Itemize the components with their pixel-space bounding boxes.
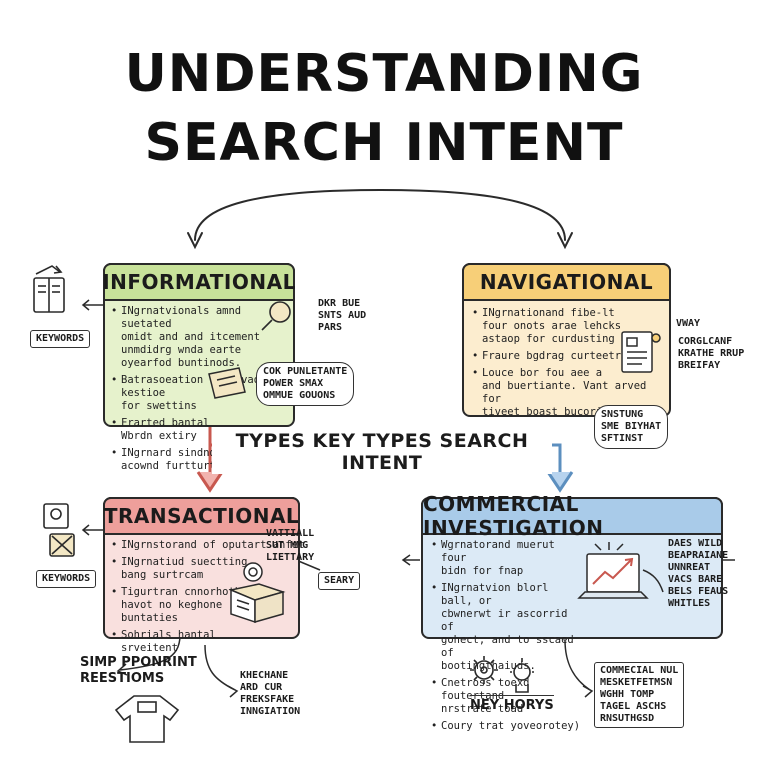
commercial-bullets: Wgrnatorand muerut four bidn for fnap IN… — [431, 539, 581, 737]
commercial-investigation-heading: COMMERCIAL INVESTIGATION — [421, 492, 723, 540]
nav-right-top-note: VWAY — [676, 318, 701, 329]
shirt-icon — [114, 695, 180, 743]
trans-keywords-tag: KEYWORDS — [36, 570, 97, 588]
gear-icon — [470, 656, 534, 693]
info-keywords-tag: KEYWORDS — [30, 330, 91, 348]
document-stack-icon — [208, 367, 246, 399]
list-item: INgrnationand fibe-lt four onots arae le… — [472, 307, 662, 346]
book-icon — [33, 265, 65, 313]
info-right-note: DKR BUE SNTS AUD PARS — [318, 298, 367, 333]
document-chart-icon — [621, 331, 661, 373]
comm-bottom-right-note: COMMECIAL NUL MESKETFETMSN WGHH TOMP TAG… — [594, 662, 685, 728]
list-item: Sohrials hantal srveitent — [111, 629, 256, 655]
transactional-box: TRANSACTIONAL INgrnstorand of oputart an… — [103, 497, 304, 654]
list-item: Cnetross toexd foutertand nrstrate toad — [431, 677, 581, 716]
comm-bottom-label: NEY HORYS — [470, 695, 554, 714]
nav-speech-bubble: SNSTUNG SME BIYHAT SFTINST — [594, 405, 669, 449]
trans-right-note: KHECHANE ARD CUR FREKSFAKE INNGIATION — [240, 670, 301, 717]
list-item: Fraure bgdrag curteetral — [472, 350, 662, 363]
transactional-heading: TRANSACTIONAL — [103, 497, 300, 535]
navigational-heading: NAVIGATIONAL — [462, 263, 671, 301]
trans-bubble-note: VATTIALL SUT MMG LIETTARY — [266, 528, 315, 563]
trans-left-label: SIMP PPONRINT REESTIOMS — [80, 655, 197, 686]
center-label: TYPES KEY TYPES SEARCH INTENT — [212, 430, 552, 474]
trans-seary-tag: SEARY — [318, 572, 361, 590]
page-title-line-1: UNDERSTANDING — [124, 44, 644, 104]
list-item: Wgrnatorand muerut four bidn for fnap — [431, 539, 581, 578]
top-arc-arrow — [194, 188, 566, 241]
list-item: Coury trat yoveorotey) — [431, 720, 581, 733]
list-item: INgrnatvion blorl ball, or cbwnerwt ir a… — [431, 582, 581, 673]
comm-right-note: DAES WILD BEAPRAIANE UNNREAT VACS BARE B… — [668, 538, 729, 609]
informational-box: INFORMATIONAL INgrnatvionals amnd suetat… — [102, 263, 295, 472]
informational-heading: INFORMATIONAL — [102, 263, 295, 301]
magnifier-icon — [261, 301, 291, 331]
info-speech-bubble: COK PUNLETANTE POWER SMAX OMMUE GOUONS — [256, 362, 355, 406]
nav-right-block-note: CORGLCANF KRATHE RRUP BREIFAY — [678, 336, 745, 371]
checklist-cart-icon — [43, 503, 75, 557]
list-item: INgrnstorand of oputart anfet — [111, 539, 304, 552]
laptop-chart-icon — [577, 542, 664, 599]
list-item: Frarted bantal Wbrdn extiry — [111, 417, 289, 443]
list-item: INgrnatvionals amnd suetated omidt and a… — [111, 305, 289, 370]
box-target-icon — [228, 562, 286, 624]
page-title-line-2: SEARCH INTENT — [144, 113, 624, 173]
top-arc-left-head — [187, 232, 203, 250]
top-arc-right-head — [557, 232, 573, 250]
commercial-investigation-box: COMMERCIAL INVESTIGATION Wgrnatorand mue… — [421, 492, 723, 733]
list-item: INgrnatiud suectting bang surtrcam — [111, 556, 256, 582]
